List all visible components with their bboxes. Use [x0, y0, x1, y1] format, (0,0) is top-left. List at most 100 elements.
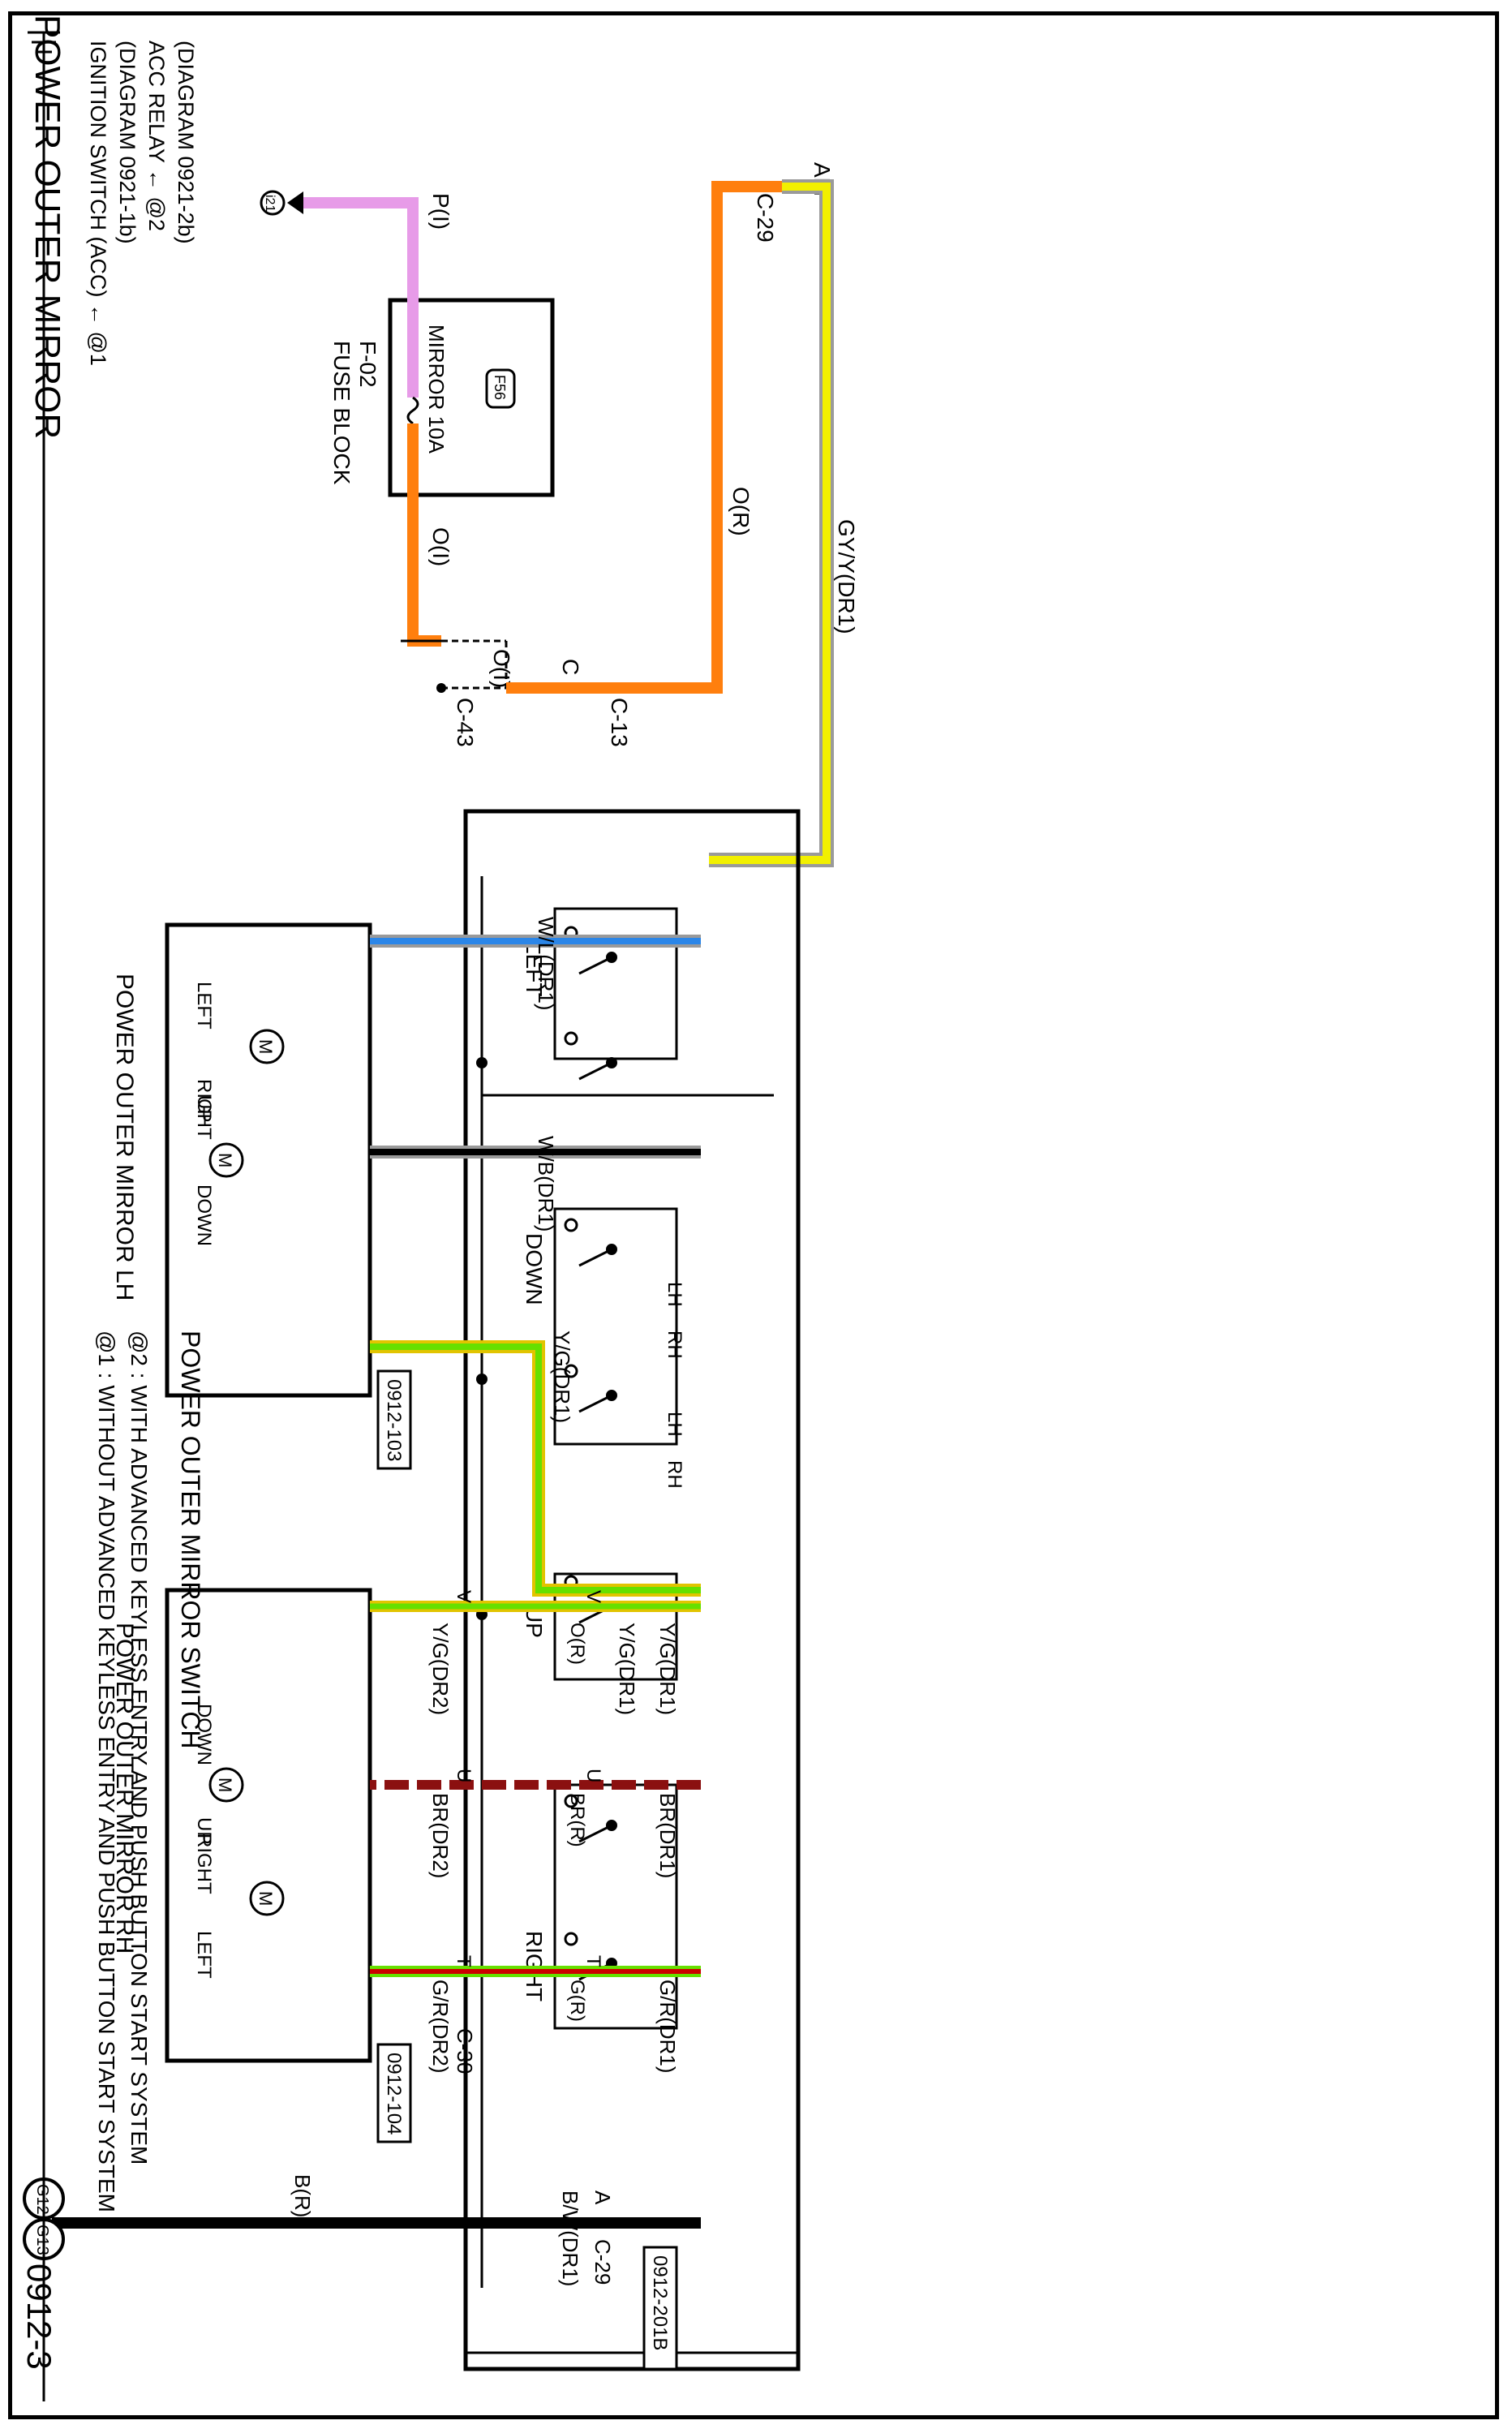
mirror-rh-right: RIGHT: [193, 1834, 215, 1894]
wire-label-oi-1: O(I): [428, 527, 453, 566]
wire-label-v2: V: [453, 1590, 475, 1603]
connector-c13: C-13: [607, 698, 632, 747]
ground-g12-label: G12: [33, 2184, 51, 2215]
wire-label-t1: T: [582, 1955, 604, 1967]
switch-title: POWER OUTER MIRROR SWITCH: [176, 1331, 205, 1749]
wire-gray-outline: [709, 179, 834, 867]
wire-label-bw: B/W(DR1): [558, 2190, 582, 2286]
mirror-lh-ref-box: [376, 1369, 412, 1470]
fuse-icon: [406, 396, 419, 425]
wire-label-v1: V: [582, 1590, 604, 1603]
note-2: @2 : WITH ADVANCED KEYLESS ENTRY AND PUS…: [127, 1331, 152, 2165]
wire-label-yg-dr1-b: Y/G(DR1): [615, 1623, 639, 1715]
wire-label-br-dr2: BR(DR2): [428, 1793, 453, 1878]
wire-label-wl: W/L(DR1): [534, 917, 558, 1011]
ground-symbol-icon: [28, 31, 60, 54]
connector-c29-bottom: C-29: [591, 2239, 615, 2285]
mirror-lh-title: POWER OUTER MIRROR LH: [111, 974, 138, 1300]
wire-label-gr-dr1: G/R(DR1): [655, 1980, 680, 2074]
wire-label-or: O(R): [728, 487, 754, 536]
mirror-rh-left: LEFT: [193, 1931, 215, 1979]
fuse-block-label: FUSE BLOCK: [329, 341, 354, 485]
switch-left-label: LEFT: [522, 941, 547, 996]
connector-c43: C-43: [453, 698, 478, 747]
switch-ref-box: [642, 2246, 678, 2371]
wire-label-oi-2: O(I): [489, 649, 514, 688]
ignition-note-2: (DIAGRAM 0921-1b): [115, 41, 140, 244]
wire-label-gyy: GY/Y(DR1): [834, 519, 859, 634]
mirror-lh-motor-2: [208, 1142, 244, 1178]
mirror-rh-motor-2-label: M: [256, 1891, 276, 1906]
mirror-lh-motor-1-label: M: [256, 1039, 276, 1054]
mirror-rh-title: POWER OUTER MIRROR RH: [111, 1623, 138, 1954]
wire-label-or-rh: O(R): [566, 1623, 588, 1665]
mirror-lh-ref: 0912-103: [383, 1379, 405, 1461]
connector-a: A: [591, 2190, 615, 2205]
fuse-label: MIRROR 10A: [424, 325, 449, 454]
mirror-rh-down: DOWN: [193, 1704, 215, 1765]
connector-c: C: [558, 659, 583, 675]
mirror-lh-left: LEFT: [193, 982, 215, 1030]
selector-lh-1: LH: [664, 1282, 685, 1307]
switch-contacts: [466, 876, 798, 2354]
switch-outer-box: [463, 809, 801, 2371]
fuse-block-name: F-02: [355, 341, 380, 388]
page-number: 0912-3: [20, 2263, 58, 2370]
connector-c29-top: C-29: [753, 193, 778, 243]
switch-down-label: DOWN: [522, 1233, 547, 1305]
mirror-rh-up: UP: [193, 1817, 215, 1844]
switch-ref: 0912-201B: [649, 2255, 671, 2350]
ground-g13-label: G13: [33, 2225, 51, 2255]
wire-label-gr-dr2: G/R(DR2): [428, 1980, 453, 2074]
wire-label-wb: W/B(DR1): [534, 1136, 558, 1232]
page-frame: [8, 11, 1499, 2419]
connector-i21-label: i21: [263, 195, 277, 212]
fuse-id-badge: [485, 368, 516, 409]
selector-rh-1: RH: [664, 1331, 685, 1359]
switch-contact-open: [564, 926, 578, 1946]
fuse-block-box: [388, 298, 555, 497]
mirror-lh-right: RIGHT: [193, 1079, 215, 1140]
fuse-id: F56: [492, 375, 508, 400]
mirror-lh-up: UP: [193, 1095, 215, 1122]
wire-green-yg: [370, 1343, 701, 1593]
mirror-lh-motor-1: [249, 1029, 285, 1064]
mirror-rh-ref: 0912-104: [383, 2053, 405, 2135]
acc-note-2: (DIAGRAM 0921-2b): [174, 41, 198, 244]
wire-label-b-r: B(R): [290, 2174, 315, 2217]
wire-label-u2: U: [453, 1769, 475, 1782]
wire-label-yg-dr1-a: Y/G(DR1): [655, 1623, 680, 1715]
mirror-rh-box: [165, 1588, 372, 2063]
connector-arrow-icon: [287, 191, 303, 214]
ignition-note-1: IGNITION SWITCH (ACC) ← @1: [86, 41, 110, 366]
mirror-rh-motor-2: [249, 1881, 285, 1916]
switch-up-box: [553, 1572, 678, 1681]
connector-i21-circle: [260, 190, 286, 216]
wire-label-pi: P(I): [428, 193, 453, 230]
acc-note-1: ACC RELAY ← @2: [144, 41, 169, 231]
mirror-rh-motor-1-label: M: [215, 1778, 235, 1792]
mirror-rh-ref-box: [376, 2043, 412, 2143]
note-1: @1 : WITHOUT ADVANCED KEYLESS ENTRY AND …: [94, 1331, 119, 2212]
mirror-lh-motor-2-label: M: [215, 1153, 235, 1167]
wire-label-g-r: G(R): [566, 1980, 588, 2022]
wire-yellow-gyy: [709, 183, 831, 864]
wire-label-yg-lh: Y/G(DR1): [550, 1331, 574, 1423]
switch-down-box: [553, 1207, 678, 1446]
wire-label-u1: U: [582, 1769, 604, 1782]
mirror-lh-down: DOWN: [193, 1184, 215, 1246]
connector-c30: C-30: [453, 2028, 477, 2074]
wire-label-yg-dr2: Y/G(DR2): [428, 1623, 453, 1715]
mirror-lh-box: [165, 922, 372, 1398]
wire-label-t2: T: [453, 1955, 475, 1967]
wire-pink-pi: [303, 197, 419, 284]
page-title: POWER OUTER MIRROR: [28, 15, 67, 439]
switch-left-box: [553, 907, 678, 1060]
wire-orange-or: [591, 181, 782, 694]
mirror-rh-motor-1: [208, 1767, 244, 1803]
selector-rh-2: RH: [664, 1460, 685, 1489]
selector-lh-2: LH: [664, 1412, 685, 1437]
